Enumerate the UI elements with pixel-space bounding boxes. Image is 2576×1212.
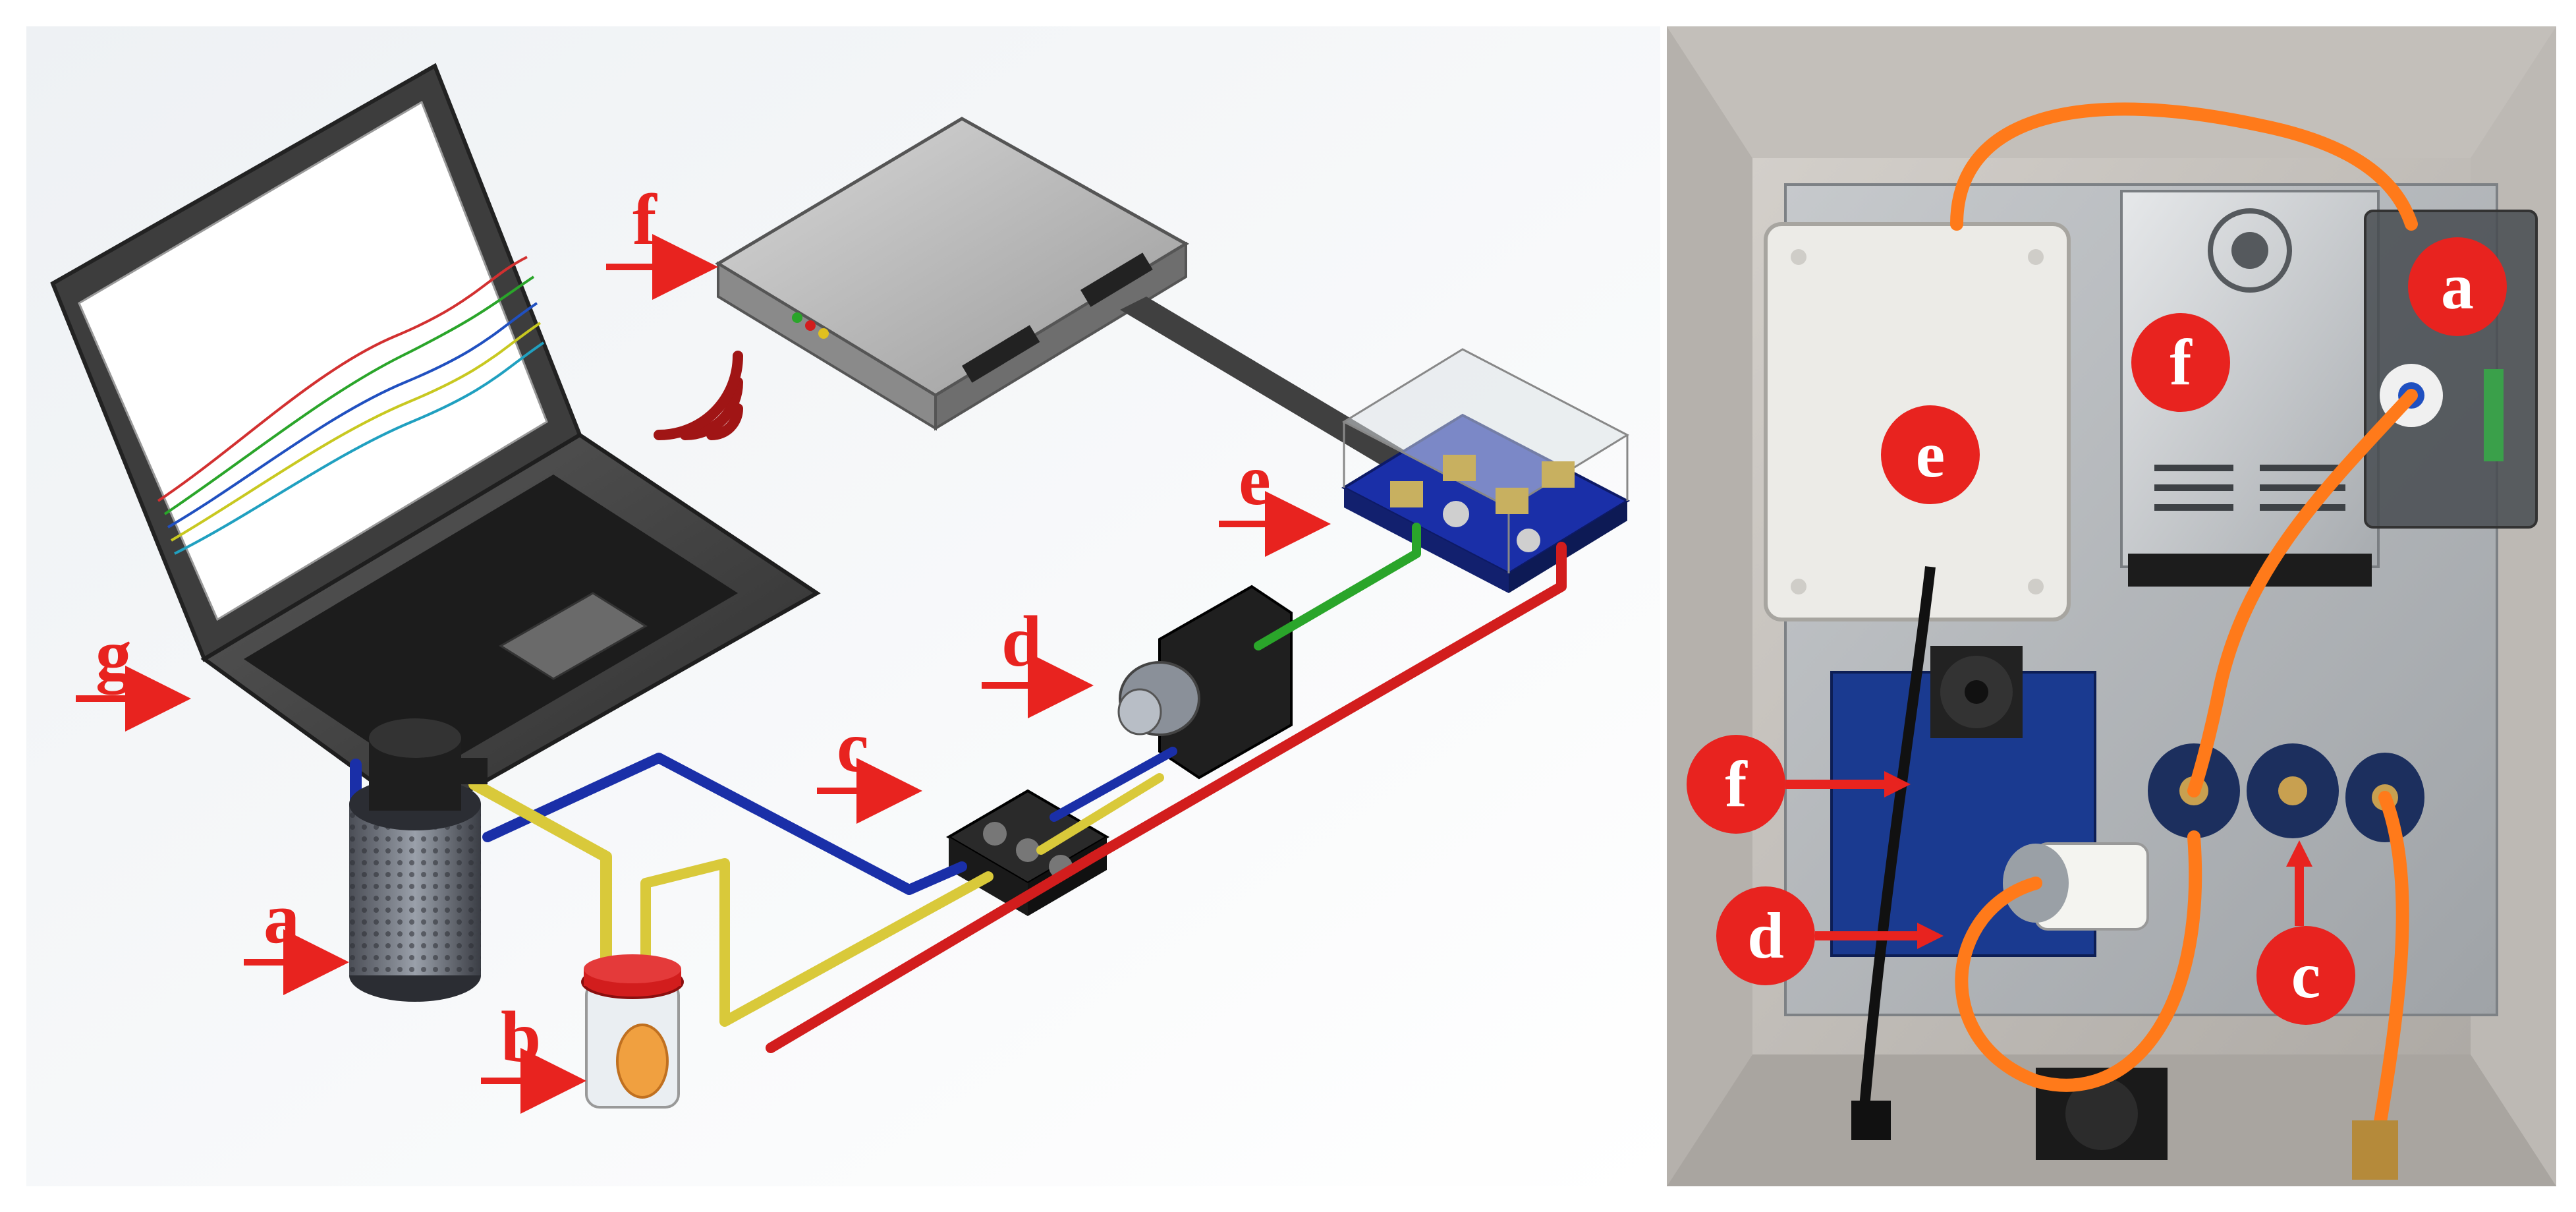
solenoid-valves <box>2148 743 2424 842</box>
tube-red <box>766 542 1567 1053</box>
power-supply <box>2120 190 2380 568</box>
laptop-touchpad <box>499 592 648 680</box>
tube-yellow-1 <box>468 778 612 968</box>
air-pump <box>1117 585 1293 780</box>
badge-e <box>1881 405 1980 504</box>
sensor-chamber <box>1341 348 1631 593</box>
badge-a <box>2408 237 2507 336</box>
badge-d <box>1716 886 1815 985</box>
wifi-icon <box>654 351 743 440</box>
tube-green <box>1254 523 1421 650</box>
label-c: c <box>837 707 869 787</box>
sample-jar <box>581 954 684 1109</box>
tube-orange-top <box>1950 102 2418 231</box>
schematic-illustration: g a b c d e f <box>26 26 1660 1186</box>
badge-e-label: e <box>1916 418 1945 491</box>
badge-f-power-label: f <box>2170 326 2193 399</box>
badge-d-label: d <box>1747 899 1784 972</box>
tube-blue-2 <box>482 753 967 895</box>
label-g: g <box>96 614 132 695</box>
badge-f-board-label: f <box>1725 747 1748 821</box>
label-f: f <box>632 179 658 260</box>
tube-yellow-3 <box>1036 773 1164 855</box>
hardware-photo-panel: a f e f d c <box>1667 26 2556 1186</box>
label-e: e <box>1239 440 1271 520</box>
badge-f-power <box>2131 313 2230 412</box>
label-d: d <box>1001 601 1042 681</box>
hardware-photo: a f e f d c <box>1667 26 2556 1186</box>
filter-canister <box>349 718 488 1002</box>
badge-c-label: c <box>2291 938 2320 1012</box>
router <box>715 117 1189 431</box>
label-b: b <box>501 996 541 1077</box>
tube-blue-3 <box>1050 747 1177 822</box>
badge-a-label: a <box>2441 250 2474 323</box>
badge-f-board <box>1687 735 1785 834</box>
tube-yellow-2 <box>640 858 994 1027</box>
tube-orange-outlet <box>2372 791 2409 1140</box>
schematic-panel: g a b c d e f <box>26 26 1660 1186</box>
outlet-fitting <box>2352 1120 2398 1180</box>
badge-c <box>2256 926 2355 1025</box>
sample-bean-icon <box>616 1024 669 1099</box>
ribbon-cable <box>1120 297 1423 475</box>
label-a: a <box>264 878 300 958</box>
laptop <box>50 63 821 820</box>
laptop-screen <box>78 100 548 621</box>
